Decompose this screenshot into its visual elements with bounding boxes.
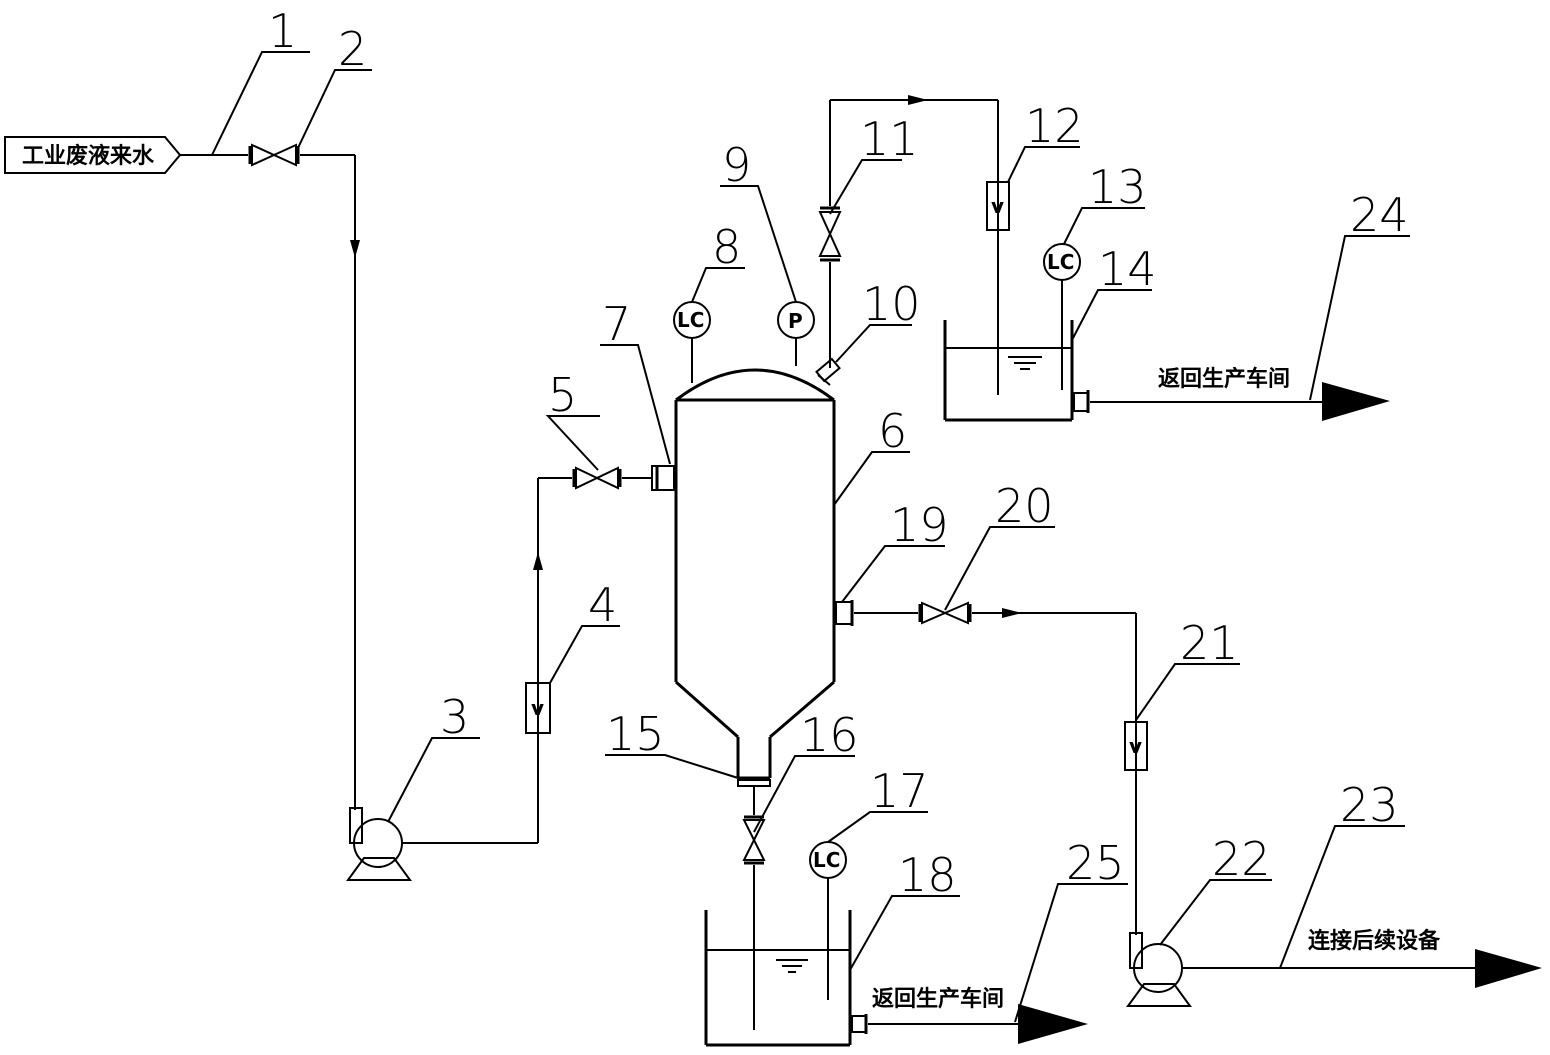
valve-5 xyxy=(575,466,619,490)
svg-text:P: P xyxy=(788,309,803,333)
flow-arrow-right-mid xyxy=(1002,608,1022,618)
source-label: 工业废液来水 xyxy=(22,143,155,169)
label-19: 19 xyxy=(890,498,949,552)
level-controller-17: LC xyxy=(809,841,847,1000)
label-20: 20 xyxy=(995,479,1054,533)
outlet-arrow-24 xyxy=(1322,382,1390,421)
pump-3 xyxy=(346,807,412,881)
label-16: 16 xyxy=(800,708,859,762)
nozzle-10 xyxy=(815,357,841,386)
svg-text:v: v xyxy=(531,696,544,720)
valve-16 xyxy=(742,815,766,865)
label-2: 2 xyxy=(338,22,367,76)
label-23: 23 xyxy=(1340,778,1399,832)
source-inlet: 工业废液来水 xyxy=(4,136,182,174)
label-22: 22 xyxy=(1212,832,1271,886)
flow-arrow-down xyxy=(350,240,360,258)
label-10: 10 xyxy=(862,277,921,331)
flowmeter-21: v xyxy=(1124,721,1148,771)
label-24: 24 xyxy=(1350,188,1409,242)
return-label-top: 返回生产车间 xyxy=(1158,366,1290,392)
label-12: 12 xyxy=(1025,99,1084,153)
svg-text:LC: LC xyxy=(813,848,840,872)
label-17: 17 xyxy=(870,764,929,818)
flowmeter-4: v xyxy=(525,682,551,734)
label-14: 14 xyxy=(1098,242,1157,296)
pressure-gauge-9: P xyxy=(777,301,815,366)
flow-arrow-right-top xyxy=(908,95,928,105)
number-labels: 1 2 3 4 5 6 7 8 9 10 11 12 13 14 15 16 1… xyxy=(268,4,1409,902)
label-18: 18 xyxy=(898,848,957,902)
level-controller-13: LC xyxy=(1043,243,1081,390)
label-8: 8 xyxy=(712,220,741,274)
label-7: 7 xyxy=(602,297,631,351)
label-13: 13 xyxy=(1088,160,1147,214)
tank-18 xyxy=(704,910,852,1047)
return-label-bottom: 返回生产车间 xyxy=(872,986,1004,1012)
valve-2 xyxy=(251,143,297,167)
label-1: 1 xyxy=(268,4,297,58)
label-4: 4 xyxy=(588,578,617,632)
label-5: 5 xyxy=(548,368,577,422)
label-11: 11 xyxy=(860,112,919,166)
label-15: 15 xyxy=(606,707,665,761)
svg-text:v: v xyxy=(991,194,1004,218)
outlet-arrow-25 xyxy=(1018,1004,1088,1044)
level-controller-8: LC xyxy=(673,301,711,383)
svg-text:LC: LC xyxy=(1047,250,1074,274)
label-6: 6 xyxy=(878,404,907,458)
pump-22 xyxy=(1126,932,1192,1007)
label-9: 9 xyxy=(722,138,751,192)
flow-arrow-up xyxy=(533,552,543,570)
downstream-label: 连接后续设备 xyxy=(1308,928,1441,954)
flowmeter-12: v xyxy=(986,181,1010,231)
label-25: 25 xyxy=(1066,836,1125,890)
vessel-6 xyxy=(674,368,836,780)
tank-14 xyxy=(943,320,1074,422)
svg-text:LC: LC xyxy=(677,308,704,332)
outlet-arrow-23 xyxy=(1475,949,1542,988)
valve-20 xyxy=(921,601,969,625)
leader-lines xyxy=(211,51,1410,1023)
valve-11 xyxy=(818,206,842,262)
label-3: 3 xyxy=(440,690,469,744)
label-21: 21 xyxy=(1180,616,1239,670)
svg-text:v: v xyxy=(1129,734,1142,758)
